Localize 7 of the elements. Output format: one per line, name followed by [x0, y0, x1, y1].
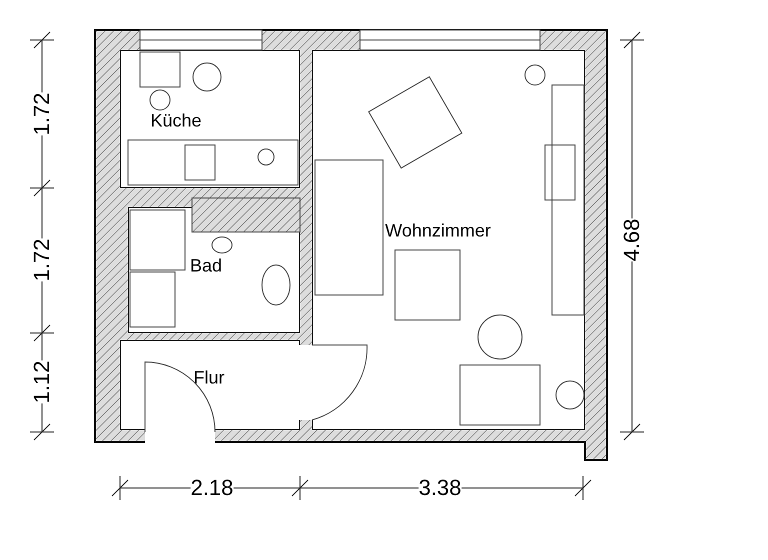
room-name: Bad: [190, 256, 222, 276]
room-outline: [312, 50, 585, 430]
room-name: Wohnzimmer: [385, 220, 491, 242]
room-outline: [120, 50, 300, 188]
room-outline: [120, 340, 300, 430]
room-name: Küche: [150, 110, 202, 132]
room-name: Flur: [194, 368, 224, 388]
